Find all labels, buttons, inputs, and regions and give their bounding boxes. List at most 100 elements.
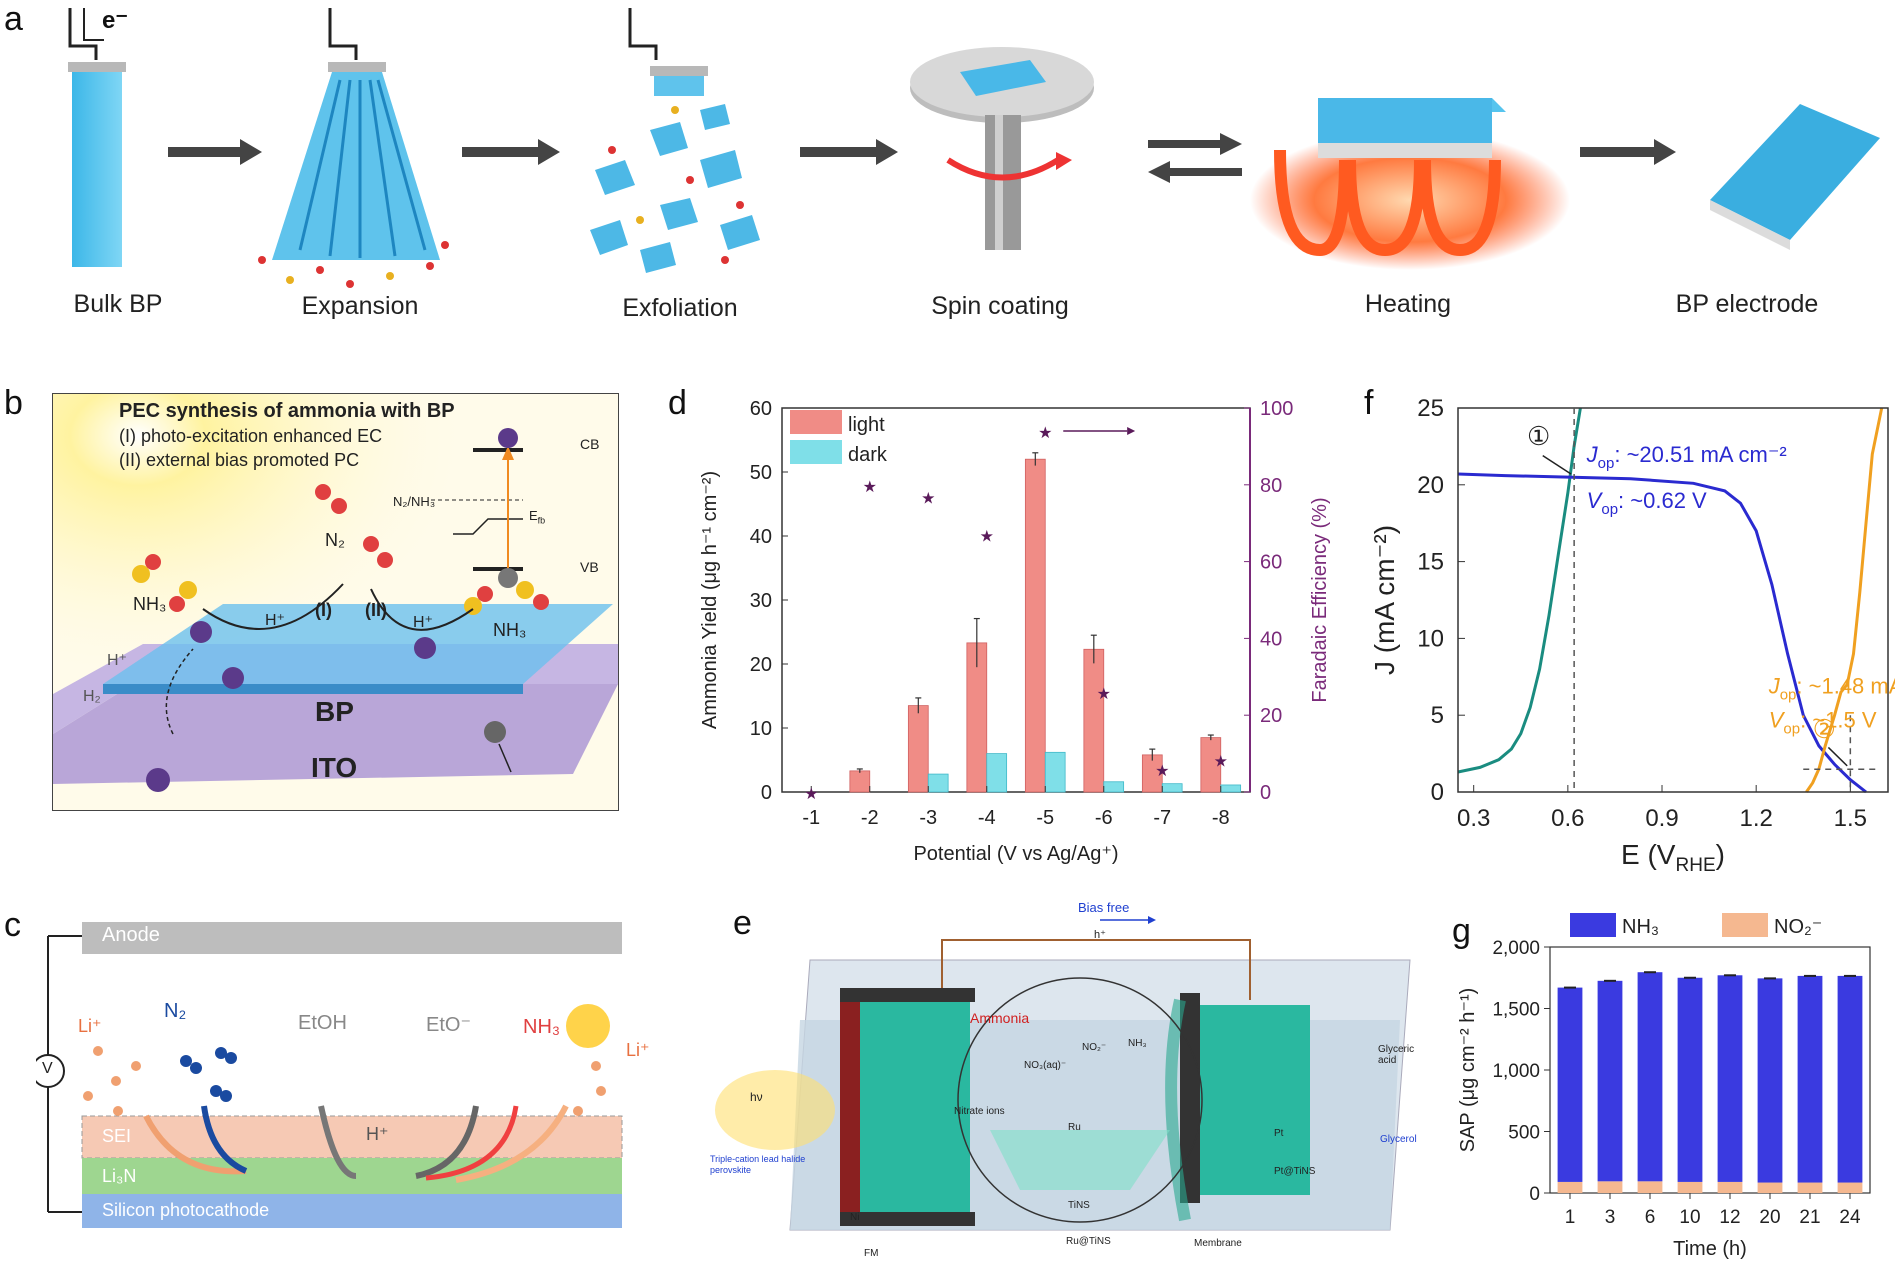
membrane-label: Membrane: [1194, 1238, 1242, 1249]
vb-label: VB: [580, 559, 599, 575]
bar-nh3: [1557, 987, 1583, 1182]
x-tick-label: 20: [1759, 1207, 1780, 1228]
glycerol-label: Glycerol: [1380, 1134, 1417, 1145]
y-tick-label: 2,000: [1492, 938, 1540, 959]
bias-free-label: Bias free: [1078, 900, 1130, 915]
x-tick-label: 24: [1839, 1207, 1861, 1228]
no3-label: NO₃(aq)⁻: [1024, 1060, 1067, 1071]
step-label-heating: Heating: [1364, 290, 1452, 318]
electron-icon: [190, 621, 212, 643]
light-beam: [715, 1070, 835, 1150]
y-tick-label: 0: [761, 782, 772, 804]
bar-dark: [927, 773, 949, 793]
bar-light: [1024, 458, 1046, 793]
bar-nh3: [1797, 975, 1823, 1183]
bar-light: [849, 770, 871, 793]
hole-icon: [484, 721, 506, 743]
y-tick-label: 0: [1529, 1184, 1540, 1205]
panel-c: Anode V Li⁺ Li⁺ N₂ EtOH EtO⁻ NH₃ H⁺ SEI …: [36, 916, 650, 1236]
x-tick-label: -6: [1095, 807, 1113, 829]
y-axis-title: Ammonia Yield (μg h⁻¹ cm⁻²): [699, 471, 721, 729]
nh3-label-right: NH₃: [493, 620, 527, 640]
y2-tick-label: 100: [1260, 398, 1293, 420]
fe-point: ★: [1097, 686, 1111, 703]
x-tick-label: 1.2: [1739, 805, 1772, 832]
n2-label: N₂: [164, 1000, 187, 1022]
x-tick-label: 1.5: [1834, 805, 1867, 832]
fe-point: ★: [804, 786, 818, 803]
cathode-label: Silicon photocathode: [102, 1200, 270, 1220]
fe-point: ★: [1214, 753, 1228, 770]
step-label-bulk-bp: Bulk BP: [73, 290, 163, 318]
panel-e-illustration: [715, 916, 1411, 1231]
panel-b-line1: (I) photo-excitation enhanced EC: [119, 426, 383, 446]
panel-b: PEC synthesis of ammonia with BP (I) pho…: [52, 393, 619, 811]
y2-axis-title: Faradaic Efficiency (%): [1309, 497, 1331, 702]
x-tick-label: 3: [1605, 1207, 1616, 1228]
etoh-label: EtOH: [298, 1012, 347, 1034]
bar-dark: [1103, 781, 1125, 793]
li-label-left: Li⁺: [78, 1016, 102, 1036]
sei-label: SEI: [102, 1126, 132, 1146]
route-ii-label: (II): [365, 600, 387, 620]
legend-no2-label: NO₂⁻: [1774, 916, 1822, 938]
x-tick-label: 21: [1799, 1207, 1820, 1228]
fe-point: ★: [980, 529, 994, 546]
legend-nh3-swatch: [1570, 913, 1616, 937]
panel-label-d: d: [668, 384, 687, 422]
ru-label: Ru: [1068, 1122, 1081, 1133]
pt-tins-label: Pt@TiNS: [1274, 1166, 1316, 1177]
efb-label: Efb: [529, 508, 546, 526]
x-axis-title: E (VRHE): [1621, 839, 1725, 876]
y-tick-label: 25: [1417, 395, 1444, 422]
bp-layer-label: BP: [315, 696, 354, 727]
bar-nh3: [1677, 977, 1703, 1182]
panel-e: Bias free h⁺ Ammonia hν Nitrate ions NO₂…: [710, 890, 1430, 1268]
y2-tick-label: 40: [1260, 628, 1282, 650]
cb-label: CB: [580, 436, 600, 452]
nitrate-label: Nitrate ions: [954, 1106, 1005, 1117]
bar-dark: [986, 753, 1008, 793]
panel-b-line2: (II) external bias promoted PC: [119, 450, 360, 470]
no2-label: NO₂⁻: [1082, 1042, 1107, 1053]
step-label-exfoliation: Exfoliation: [622, 294, 738, 322]
panel-label-a: a: [4, 0, 23, 38]
y-axis-title: J (mA cm⁻²): [1370, 525, 1400, 675]
y-tick-label: 1,000: [1492, 1061, 1540, 1082]
bar-dark: [1161, 783, 1183, 793]
hplus-label-1: H⁺: [265, 612, 285, 629]
x-tick-label: -4: [978, 807, 996, 829]
li3n-label: Li₃N: [102, 1166, 137, 1186]
bar-light: [1083, 648, 1105, 793]
x-tick-label: 0.9: [1645, 805, 1678, 832]
bar-no2: [1557, 1181, 1583, 1193]
x-tick-label: -1: [802, 807, 820, 829]
bar-no2: [1717, 1181, 1743, 1193]
anode-label: Anode: [102, 924, 160, 946]
bp-electrode-drawing: [1710, 104, 1880, 250]
nh3-label-left: NH₃: [133, 594, 167, 614]
x-tick-label: 6: [1645, 1207, 1656, 1228]
expansion-drawing: [258, 8, 449, 288]
step-arrows: [168, 133, 1676, 183]
panel-b-illustration: [53, 394, 618, 810]
y2-tick-label: 20: [1260, 705, 1282, 727]
panel-b-title: PEC synthesis of ammonia with BP: [119, 400, 455, 422]
nh3-label: NH₃: [523, 1016, 561, 1038]
panel-label-e: e: [733, 904, 752, 942]
y-tick-label: 5: [1431, 702, 1444, 729]
y-tick-label: 500: [1508, 1123, 1540, 1144]
fe-point: ★: [1038, 425, 1052, 442]
x-tick-label: 10: [1679, 1207, 1700, 1228]
legend-nh3-label: NH₃: [1622, 916, 1659, 938]
panel-c-illustration: [36, 922, 623, 1228]
x-tick-label: -7: [1153, 807, 1171, 829]
pt-label: Pt: [1274, 1128, 1284, 1139]
y-tick-label: 0: [1431, 779, 1444, 806]
h2-label: H₂: [83, 688, 101, 705]
y-tick-label: 40: [750, 526, 772, 548]
x-tick-label: 0.6: [1551, 805, 1584, 832]
ito-layer-label: ITO: [311, 752, 358, 783]
